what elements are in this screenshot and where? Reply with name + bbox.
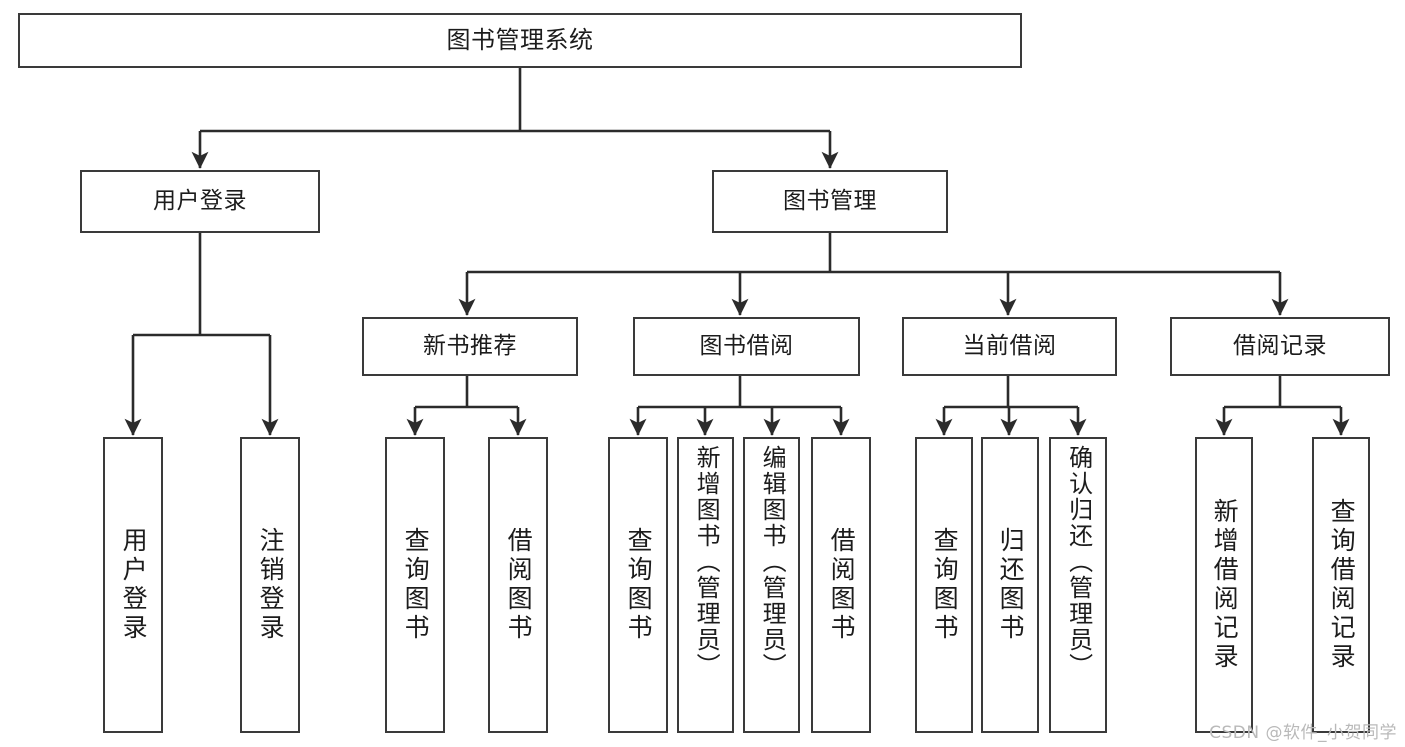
leaf-lend-book[interactable]: 借阅图书 <box>811 437 871 733</box>
leaf-query-book-newbook[interactable]: 查询图书 <box>385 437 445 733</box>
leaf-query-book-borrow[interactable]: 查询图书 <box>608 437 668 733</box>
node-label: 图书借阅 <box>699 333 794 360</box>
node-book-borrowing[interactable]: 图书借阅 <box>633 317 860 376</box>
node-label: 借阅记录 <box>1233 333 1327 360</box>
node-label: 借阅图书 <box>827 527 857 643</box>
leaf-return-book[interactable]: 归还图书 <box>981 437 1039 733</box>
node-user-login[interactable]: 用户登录 <box>80 170 320 233</box>
node-label: 图书管理系统 <box>446 25 594 54</box>
node-new-book-recommendation[interactable]: 新书推荐 <box>362 317 578 376</box>
node-label: 图书管理 <box>783 188 877 215</box>
node-label: 查询借阅记录 <box>1327 498 1357 672</box>
node-label: 查询图书 <box>624 527 654 643</box>
node-root-book-management-system[interactable]: 图书管理系统 <box>18 13 1022 68</box>
node-label: 新书推荐 <box>423 333 517 360</box>
node-label: 确认归还（管理员） <box>1064 445 1093 679</box>
node-label: 注销登录 <box>256 527 286 643</box>
leaf-logout[interactable]: 注销登录 <box>240 437 300 733</box>
leaf-borrow-book-newbook[interactable]: 借阅图书 <box>488 437 548 733</box>
node-label: 用户登录 <box>153 188 247 215</box>
node-book-management[interactable]: 图书管理 <box>712 170 948 233</box>
leaf-edit-book-admin[interactable]: 编辑图书（管理员） <box>743 437 800 733</box>
node-label: 查询图书 <box>401 527 431 643</box>
node-label: 借阅图书 <box>504 527 534 643</box>
leaf-query-book-current[interactable]: 查询图书 <box>915 437 973 733</box>
node-label: 归还图书 <box>996 527 1026 643</box>
leaf-confirm-return-admin[interactable]: 确认归还（管理员） <box>1049 437 1107 733</box>
leaf-query-borrow-record[interactable]: 查询借阅记录 <box>1312 437 1370 733</box>
leaf-add-book-admin[interactable]: 新增图书（管理员） <box>677 437 734 733</box>
node-current-borrowing[interactable]: 当前借阅 <box>902 317 1117 376</box>
node-label: 查询图书 <box>930 527 960 643</box>
node-label: 当前借阅 <box>962 333 1057 360</box>
node-label: 新增图书（管理员） <box>692 445 721 679</box>
node-label: 用户登录 <box>119 527 149 643</box>
leaf-user-login[interactable]: 用户登录 <box>103 437 163 733</box>
csdn-watermark: CSDN @软件_小贺同学 <box>1209 723 1397 743</box>
node-borrowing-records[interactable]: 借阅记录 <box>1170 317 1390 376</box>
leaf-add-borrow-record[interactable]: 新增借阅记录 <box>1195 437 1253 733</box>
node-label: 新增借阅记录 <box>1210 498 1240 672</box>
node-label: 编辑图书（管理员） <box>758 445 787 679</box>
